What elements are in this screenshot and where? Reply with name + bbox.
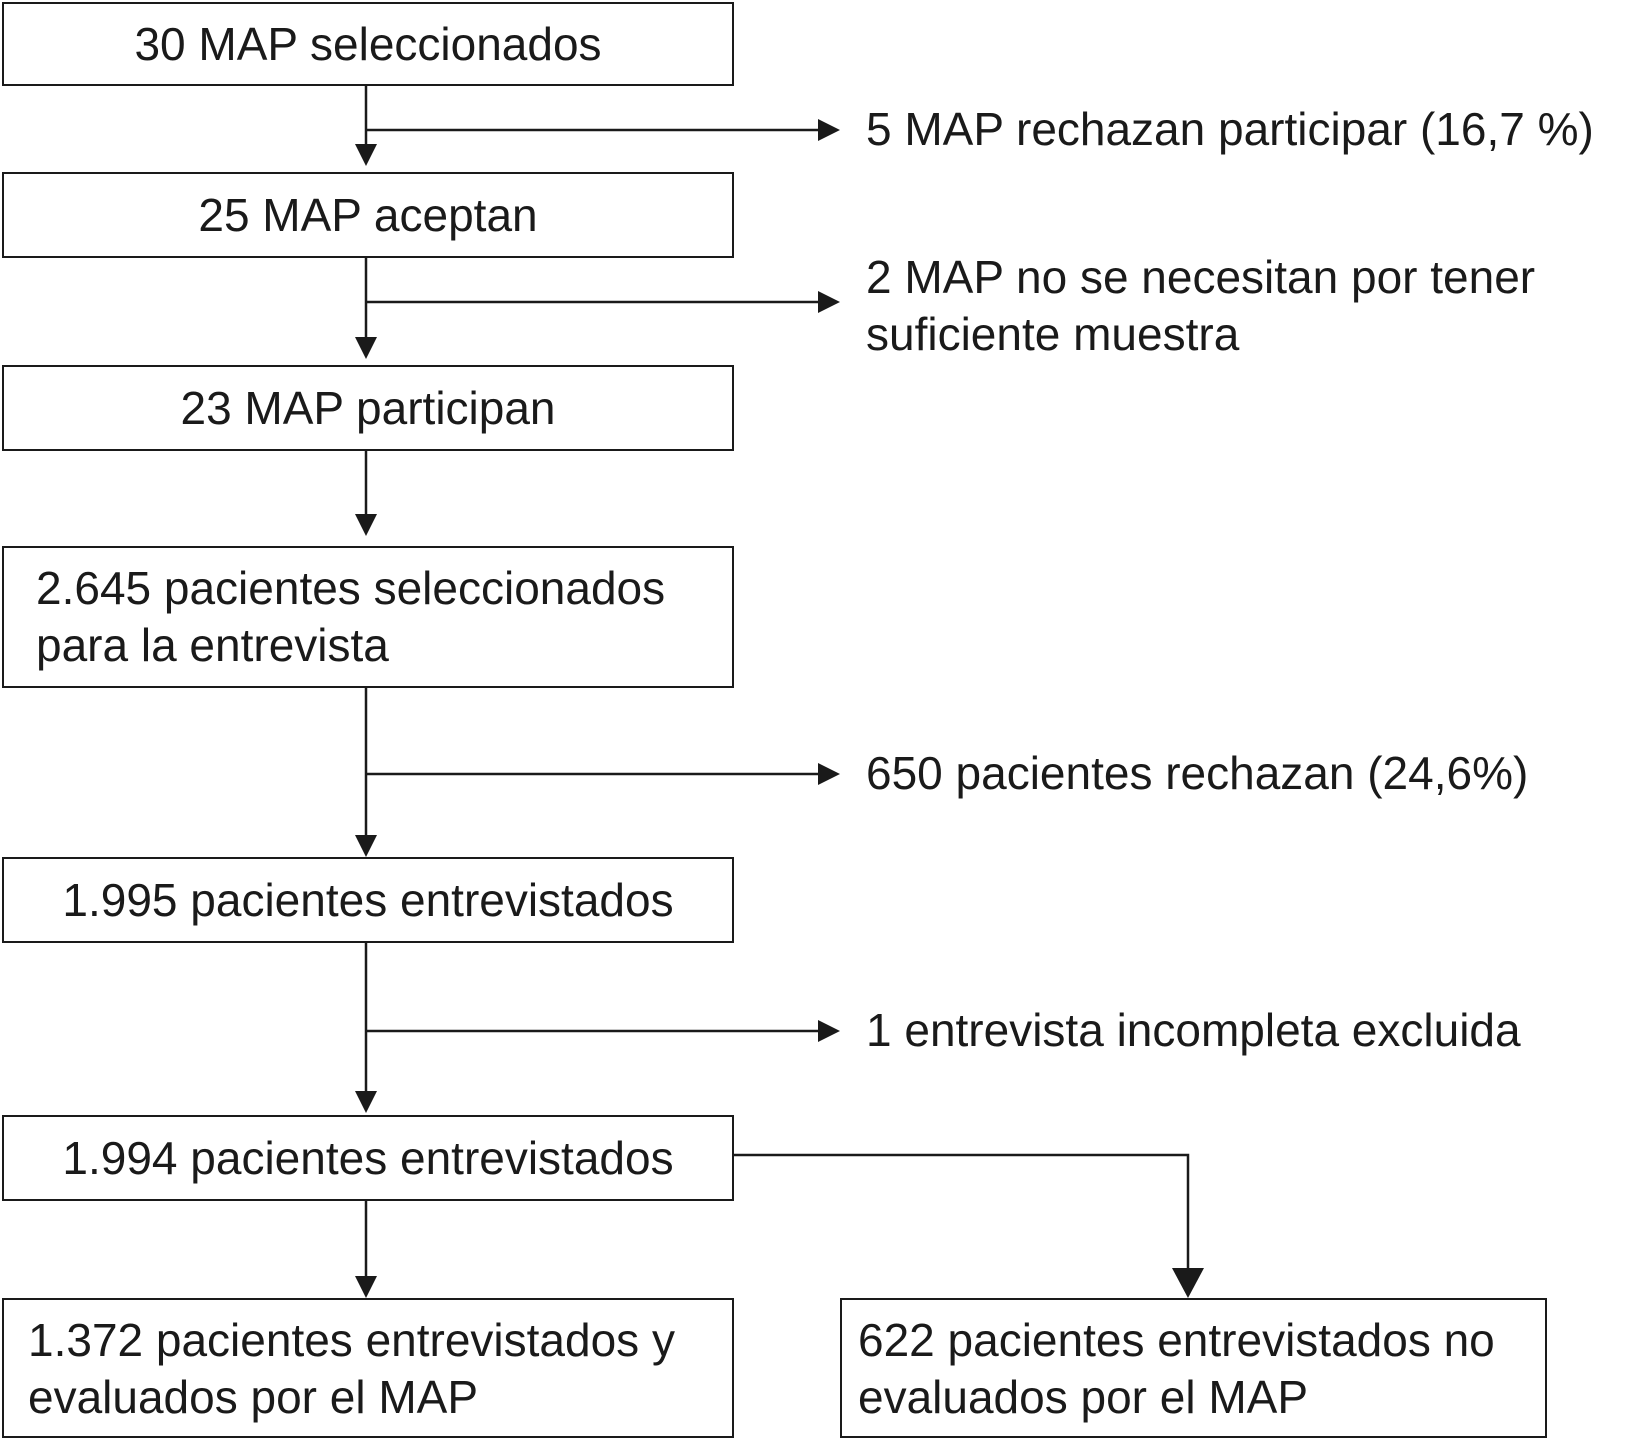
box-not-evaluated-line1: 622 pacientes entrevistados no xyxy=(858,1314,1495,1366)
box-patients-selected: 2.645 pacientes seleccionados para la en… xyxy=(2,546,734,688)
exclusion-map-not-needed: 2 MAP no se necesitan por tener suficien… xyxy=(866,249,1535,363)
box-map-accept: 25 MAP aceptan xyxy=(2,172,734,258)
box-map-selected: 30 MAP seleccionados xyxy=(2,2,734,86)
box-patients-interviewed-1994: 1.994 pacientes entrevistados xyxy=(2,1115,734,1201)
box-patients-interviewed-1995-label: 1.995 pacientes entrevistados xyxy=(62,873,674,926)
exclusion-map-not-needed-line1: 2 MAP no se necesitan por tener xyxy=(866,251,1536,303)
split-arrowhead xyxy=(1172,1268,1204,1298)
box-patients-interviewed-1995: 1.995 pacientes entrevistados xyxy=(2,857,734,943)
box-map-participate: 23 MAP participan xyxy=(2,365,734,451)
box-patients-selected-line1: 2.645 pacientes seleccionados xyxy=(36,562,666,614)
branch-arrowhead-3 xyxy=(818,763,840,785)
split-connector xyxy=(733,1153,1190,1268)
exclusion-patients-refuse: 650 pacientes rechazan (24,6%) xyxy=(866,745,1528,802)
box-not-evaluated-line2: evaluados por el MAP xyxy=(858,1371,1309,1423)
arrowhead-down-6 xyxy=(355,1276,377,1298)
box-patients-selected-line2: para la entrevista xyxy=(36,619,389,671)
arrowhead-down-2 xyxy=(355,337,377,359)
box-evaluated-line2: evaluados por el MAP xyxy=(28,1371,479,1423)
exclusion-incomplete: 1 entrevista incompleta excluida xyxy=(866,1002,1521,1059)
box-not-evaluated: 622 pacientes entrevistados no evaluados… xyxy=(840,1298,1547,1438)
branch-arrowhead-4 xyxy=(818,1020,840,1042)
box-evaluated: 1.372 pacientes entrevistados y evaluado… xyxy=(2,1298,734,1438)
box-map-participate-label: 23 MAP participan xyxy=(180,381,556,434)
arrowhead-down-5 xyxy=(355,1091,377,1113)
box-evaluated-line1: 1.372 pacientes entrevistados y xyxy=(28,1314,675,1366)
branch-arrowhead-2 xyxy=(818,291,840,313)
box-map-accept-label: 25 MAP aceptan xyxy=(198,188,538,241)
exclusion-patients-refuse-label: 650 pacientes rechazan (24,6%) xyxy=(866,747,1529,799)
exclusion-map-not-needed-line2: suficiente muestra xyxy=(866,308,1240,360)
arrowhead-down-3 xyxy=(355,514,377,536)
box-map-selected-label: 30 MAP seleccionados xyxy=(134,17,602,70)
branch-arrowhead-1 xyxy=(818,119,840,141)
arrowhead-down-4 xyxy=(355,835,377,857)
exclusion-map-refuse: 5 MAP rechazan participar (16,7 %) xyxy=(866,101,1594,158)
exclusion-incomplete-label: 1 entrevista incompleta excluida xyxy=(866,1004,1521,1056)
box-patients-interviewed-1994-label: 1.994 pacientes entrevistados xyxy=(62,1131,674,1184)
exclusion-map-refuse-label: 5 MAP rechazan participar (16,7 %) xyxy=(866,103,1594,155)
arrowhead-down-1 xyxy=(355,144,377,166)
